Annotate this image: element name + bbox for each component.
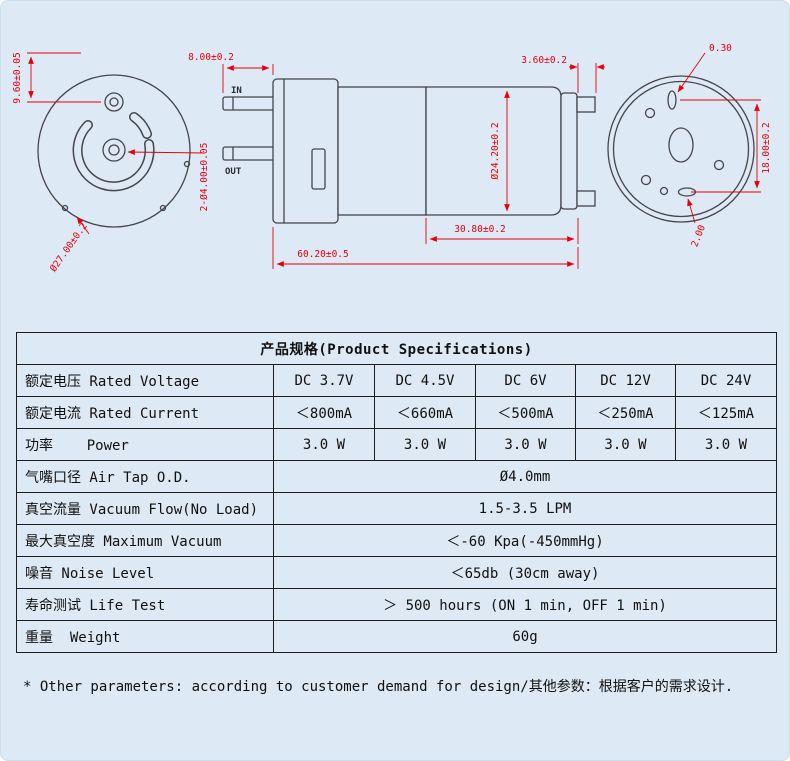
row-label-life-test: 寿命测试 Life Test (16, 588, 274, 621)
power-value: 3.0 W (575, 428, 676, 461)
dim-body-diameter: Ø24.20±0.2 (490, 122, 501, 179)
rim-notch (61, 204, 69, 212)
voltage-value: DC 24V (674, 364, 778, 397)
power-value: 3.0 W (674, 428, 778, 461)
side-view-drawing: IN OUT 8.00±0.2 Ø24.20±0.2 30.80±0.2 60.… (188, 52, 596, 269)
table-row-max-vacuum: 最大真空度 Maximum Vacuum ＜-60 Kpa(-450mmHg) (16, 524, 778, 557)
table-title: 产品规格(Product Specifications) (15, 332, 778, 365)
dim-terminal-width: 3.60±0.2 (521, 55, 567, 66)
air-tap-value: Ø4.0mm (272, 460, 778, 493)
table-row-voltage: 额定电压 Rated Voltage DC 3.7V DC 4.5V DC 6V… (16, 364, 778, 397)
voltage-value: DC 3.7V (273, 364, 375, 397)
row-label-weight: 重量 Weight (16, 620, 274, 653)
row-label-voltage: 额定电压 Rated Voltage (16, 364, 274, 397)
dim-port-diameter: 2-Ø4.00±0.05 (199, 143, 210, 212)
top-port (104, 92, 124, 112)
table-row-vacuum-flow: 真空流量 Vacuum Flow(No Load) 1.5-3.5 LPM (16, 492, 778, 525)
vacuum-flow-value: 1.5-3.5 LPM (272, 492, 778, 525)
table-row-noise: 噪音 Noise Level ＜65db (30cm away) (16, 556, 778, 589)
voltage-value: DC 6V (475, 364, 576, 397)
table-title-row: 产品规格(Product Specifications) (15, 332, 778, 365)
pump-head (272, 78, 339, 224)
pump-housing (337, 86, 427, 216)
current-value: ＜660mA (374, 396, 476, 429)
power-value: 3.0 W (475, 428, 576, 461)
table-row-life-test: 寿命测试 Life Test ＞ 500 hours (ON 1 min, OF… (16, 588, 778, 621)
row-label-max-vacuum: 最大真空度 Maximum Vacuum (16, 524, 274, 557)
table-row-power: 功率 Power 3.0 W 3.0 W 3.0 W 3.0 W 3.0 W (16, 428, 778, 461)
vent-hole (659, 186, 669, 196)
max-vacuum-value: ＜-60 Kpa(-450mmHg) (272, 524, 778, 557)
row-label-air-tap: 气嘴口径 Air Tap O.D. (16, 460, 274, 493)
power-value: 3.0 W (374, 428, 476, 461)
front-view-drawing: 9.60±0.05 Ø27.00±0.2 2-Ø4.00±0.05 (12, 52, 210, 274)
outlet-label: OUT (225, 167, 242, 177)
footnote: * Other parameters: according to custome… (23, 679, 734, 695)
inlet-label: IN (231, 86, 242, 96)
product-spec-table: 产品规格(Product Specifications) 额定电压 Rated … (15, 332, 778, 653)
life-test-value: ＞ 500 hours (ON 1 min, OFF 1 min) (272, 588, 778, 621)
voltage-value: DC 4.5V (374, 364, 476, 397)
vent-hole (713, 159, 725, 171)
rim-notch (159, 204, 167, 212)
outlet-nozzle (222, 146, 276, 161)
dim-outer-diameter: Ø27.00±0.2 (48, 221, 90, 274)
rim-notch (183, 160, 191, 168)
table-row-air-tap: 气嘴口径 Air Tap O.D. Ø4.0mm (16, 460, 778, 493)
rear-view-drawing: 0.30 3.60±0.2 18.00±0.2 2.00 (521, 43, 772, 249)
inlet-nozzle (222, 96, 276, 111)
dim-hole-spacing: 18.00±0.2 (761, 122, 772, 173)
vent-slot (311, 148, 326, 190)
vent-hole (640, 174, 652, 186)
terminal-tab-top (576, 96, 596, 113)
rear-view-outline (607, 75, 755, 223)
dim-motor-length: 30.80±0.2 (454, 224, 505, 235)
table-row-weight: 重量 Weight 60g (16, 620, 778, 653)
motor-end-cap (560, 92, 578, 210)
vent-hole (644, 107, 656, 119)
center-boss (668, 127, 694, 163)
dim-slot-width: 0.30 (709, 43, 732, 54)
row-label-current: 额定电流 Rated Current (16, 396, 274, 429)
current-value: ＜250mA (575, 396, 676, 429)
center-port (102, 138, 126, 162)
dim-slot-offset: 2.00 (689, 223, 708, 249)
weight-value: 60g (272, 620, 778, 653)
voltage-value: DC 12V (575, 364, 676, 397)
row-label-noise: 噪音 Noise Level (16, 556, 274, 589)
dim-nozzle-length: 8.00±0.2 (188, 52, 234, 63)
noise-value: ＜65db (30cm away) (272, 556, 778, 589)
dim-port-spacing: 9.60±0.05 (12, 52, 23, 103)
row-label-vacuum-flow: 真空流量 Vacuum Flow(No Load) (16, 492, 274, 525)
current-value: ＜125mA (674, 396, 778, 429)
top-slot (667, 90, 677, 110)
technical-drawings: 9.60±0.05 Ø27.00±0.2 2-Ø4.00±0.05 (12, 43, 772, 274)
current-value: ＜500mA (475, 396, 576, 429)
table-row-current: 额定电流 Rated Current ＜800mA ＜660mA ＜500mA … (16, 396, 778, 429)
terminal-tab-bottom (576, 190, 596, 207)
power-value: 3.0 W (273, 428, 375, 461)
dim-total-length: 60.20±0.5 (297, 249, 348, 260)
row-label-power: 功率 Power (16, 428, 274, 461)
current-value: ＜800mA (273, 396, 375, 429)
